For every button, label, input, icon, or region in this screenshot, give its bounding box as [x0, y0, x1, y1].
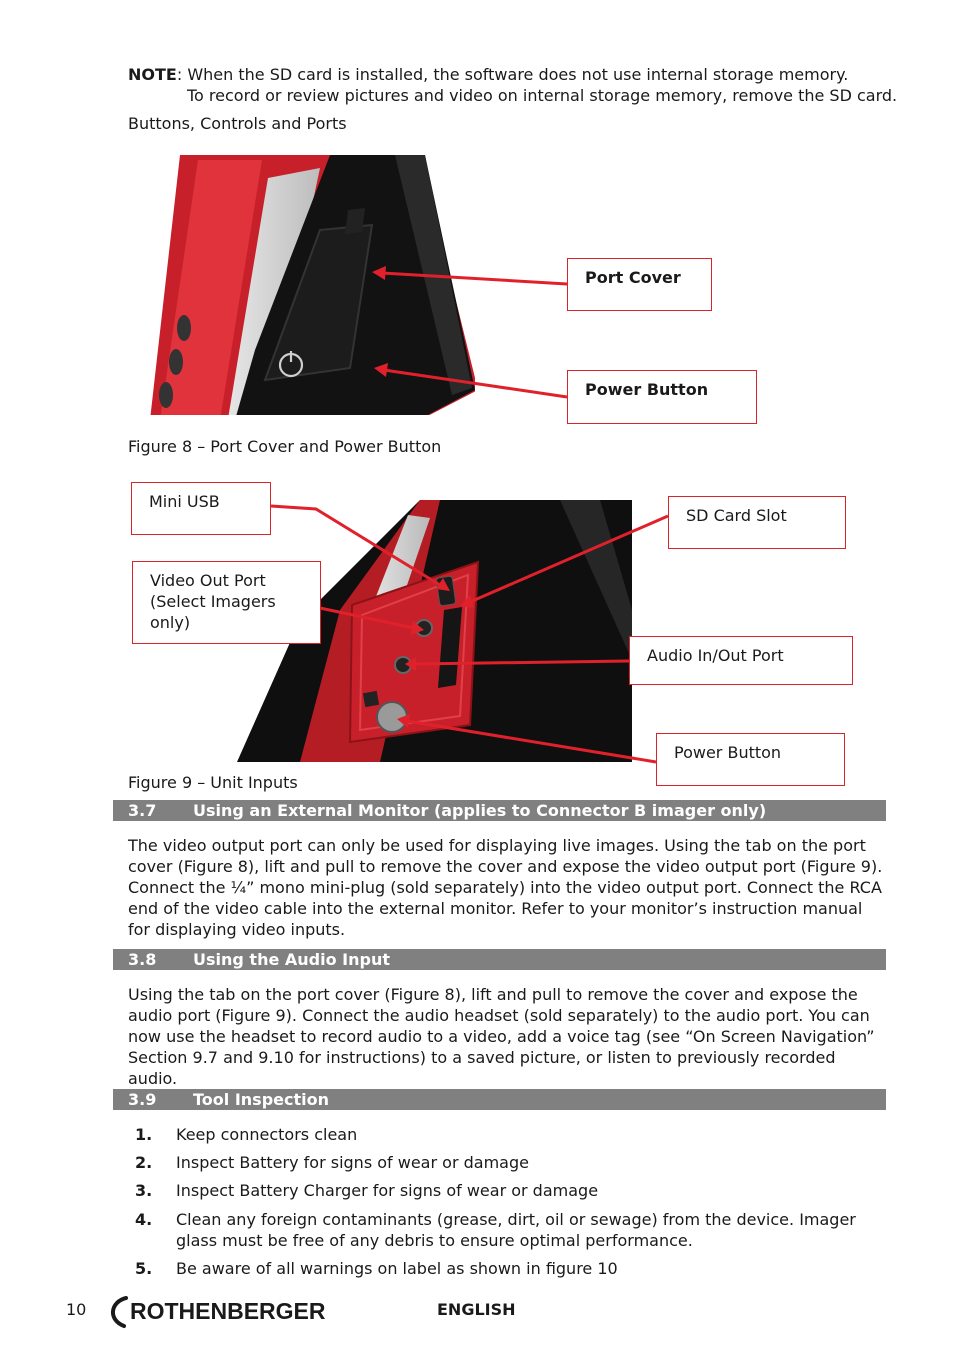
section-title: Using an External Monitor (applies to Co…: [193, 801, 767, 820]
section-number: 3.7: [128, 801, 157, 820]
brand-wordmark: ROTHENBERGER: [130, 1298, 326, 1324]
brand-logo: ROTHENBERGER: [111, 1296, 326, 1328]
page-number: 10: [66, 1300, 87, 1319]
intro-heading: Buttons, Controls and Ports: [128, 114, 347, 133]
section-title: Tool Inspection: [193, 1090, 329, 1109]
callout-video-out-port: Video Out Port (Select Imagers only): [132, 561, 321, 644]
section-number: 3.9: [128, 1090, 157, 1109]
list-item-number: 4.: [135, 1210, 153, 1229]
section-number: 3.8: [128, 950, 157, 969]
callout-port-cover: Port Cover: [567, 258, 712, 311]
list-item-text: Keep connectors clean: [176, 1125, 358, 1144]
section-3-7-header: 3.7 Using an External Monitor (applies t…: [113, 800, 886, 821]
callout-mini-usb: Mini USB: [131, 482, 271, 535]
figure8-caption: Figure 8 – Port Cover and Power Button: [128, 437, 442, 456]
list-item-number: 1.: [135, 1125, 153, 1144]
callout-power-button: Power Button: [567, 370, 757, 424]
list-item-text: Be aware of all warnings on label as sho…: [176, 1259, 618, 1278]
figure8-image: [150, 155, 568, 415]
list-item-number: 2.: [135, 1153, 153, 1172]
callout-audio-port: Audio In/Out Port: [629, 636, 853, 685]
note-line2: To record or review pictures and video o…: [187, 86, 898, 105]
note-label: NOTE: [128, 65, 177, 84]
callout-power-button-2: Power Button: [656, 733, 845, 786]
list-item-number: 3.: [135, 1181, 153, 1200]
list-item-text: Clean any foreign contaminants (grease, …: [176, 1210, 856, 1250]
section-3-8-header: 3.8 Using the Audio Input: [113, 949, 886, 970]
section-3-8-body: Using the tab on the port cover (Figure …: [128, 985, 875, 1088]
section-3-7-body: The video output port can only be used f…: [128, 836, 883, 939]
list-item-number: 5.: [135, 1259, 153, 1278]
footer-language: ENGLISH: [437, 1300, 516, 1319]
callout-sd-card-slot: SD Card Slot: [668, 496, 846, 549]
section-title: Using the Audio Input: [193, 950, 390, 969]
list-item-text: Inspect Battery Charger for signs of wea…: [176, 1181, 599, 1200]
figure9-image: [237, 500, 669, 764]
note-line1: : When the SD card is installed, the sof…: [176, 65, 849, 84]
figure9-caption: Figure 9 – Unit Inputs: [128, 773, 298, 792]
note: NOTE: When the SD card is installed, the…: [128, 64, 908, 106]
list-item-text: Inspect Battery for signs of wear or dam…: [176, 1153, 529, 1172]
section-3-9-header: 3.9 Tool Inspection: [113, 1089, 886, 1110]
